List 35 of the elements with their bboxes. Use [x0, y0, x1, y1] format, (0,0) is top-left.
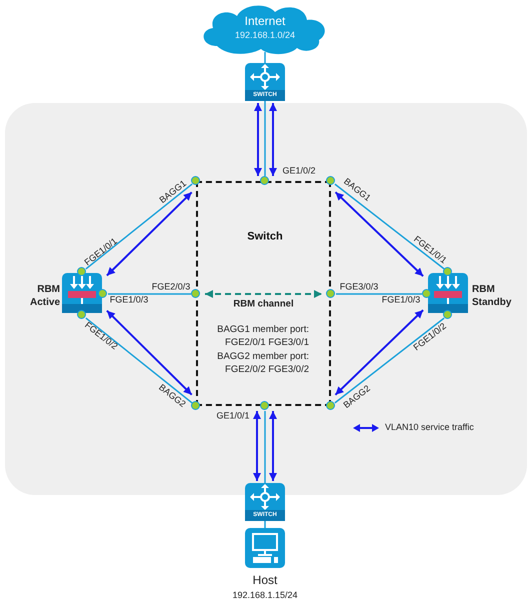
device-label: RBM Active	[28, 283, 60, 309]
port-label: GE1/0/1	[216, 412, 250, 420]
arrow	[269, 411, 277, 481]
arrow	[334, 191, 424, 277]
arrow	[106, 310, 192, 396]
link-line	[264, 521, 266, 528]
switch-name: Switch	[247, 232, 283, 242]
port-label: GE1/0/2	[282, 166, 316, 176]
arrow	[205, 290, 322, 298]
port-label: FGE3/0/3	[340, 282, 378, 292]
link-line	[334, 184, 445, 270]
link-line	[85, 318, 193, 404]
link-line	[264, 101, 266, 176]
port-label: FGE1/0/3	[110, 296, 148, 304]
link-line	[108, 293, 191, 295]
arrow	[269, 103, 277, 176]
link-line	[85, 184, 193, 270]
ip-address: 192.168.1.15/24	[232, 591, 298, 600]
edge-label: RBM channel	[231, 299, 296, 309]
port-label: FGE2/0/3	[152, 282, 190, 292]
port-label: FGE1/0/3	[382, 296, 420, 304]
link-line	[264, 52, 266, 63]
member-port-note: BAGG2 member port: FGE2/0/2 FGE3/0/2	[216, 350, 309, 376]
arrow	[106, 192, 192, 276]
device-label: Host	[252, 574, 278, 586]
network-name: Internet	[244, 15, 286, 27]
ip-address: 192.168.1.0/24	[234, 31, 296, 40]
arrow	[253, 411, 261, 481]
arrow	[254, 103, 262, 176]
link-line	[264, 411, 266, 483]
member-port-note: BAGG1 member port: FGE2/0/1 FGE3/0/1	[216, 323, 309, 349]
arrow	[334, 309, 424, 396]
link-line	[334, 318, 445, 404]
legend-label: VLAN10 service traffic	[385, 423, 474, 432]
link-line	[336, 293, 422, 295]
